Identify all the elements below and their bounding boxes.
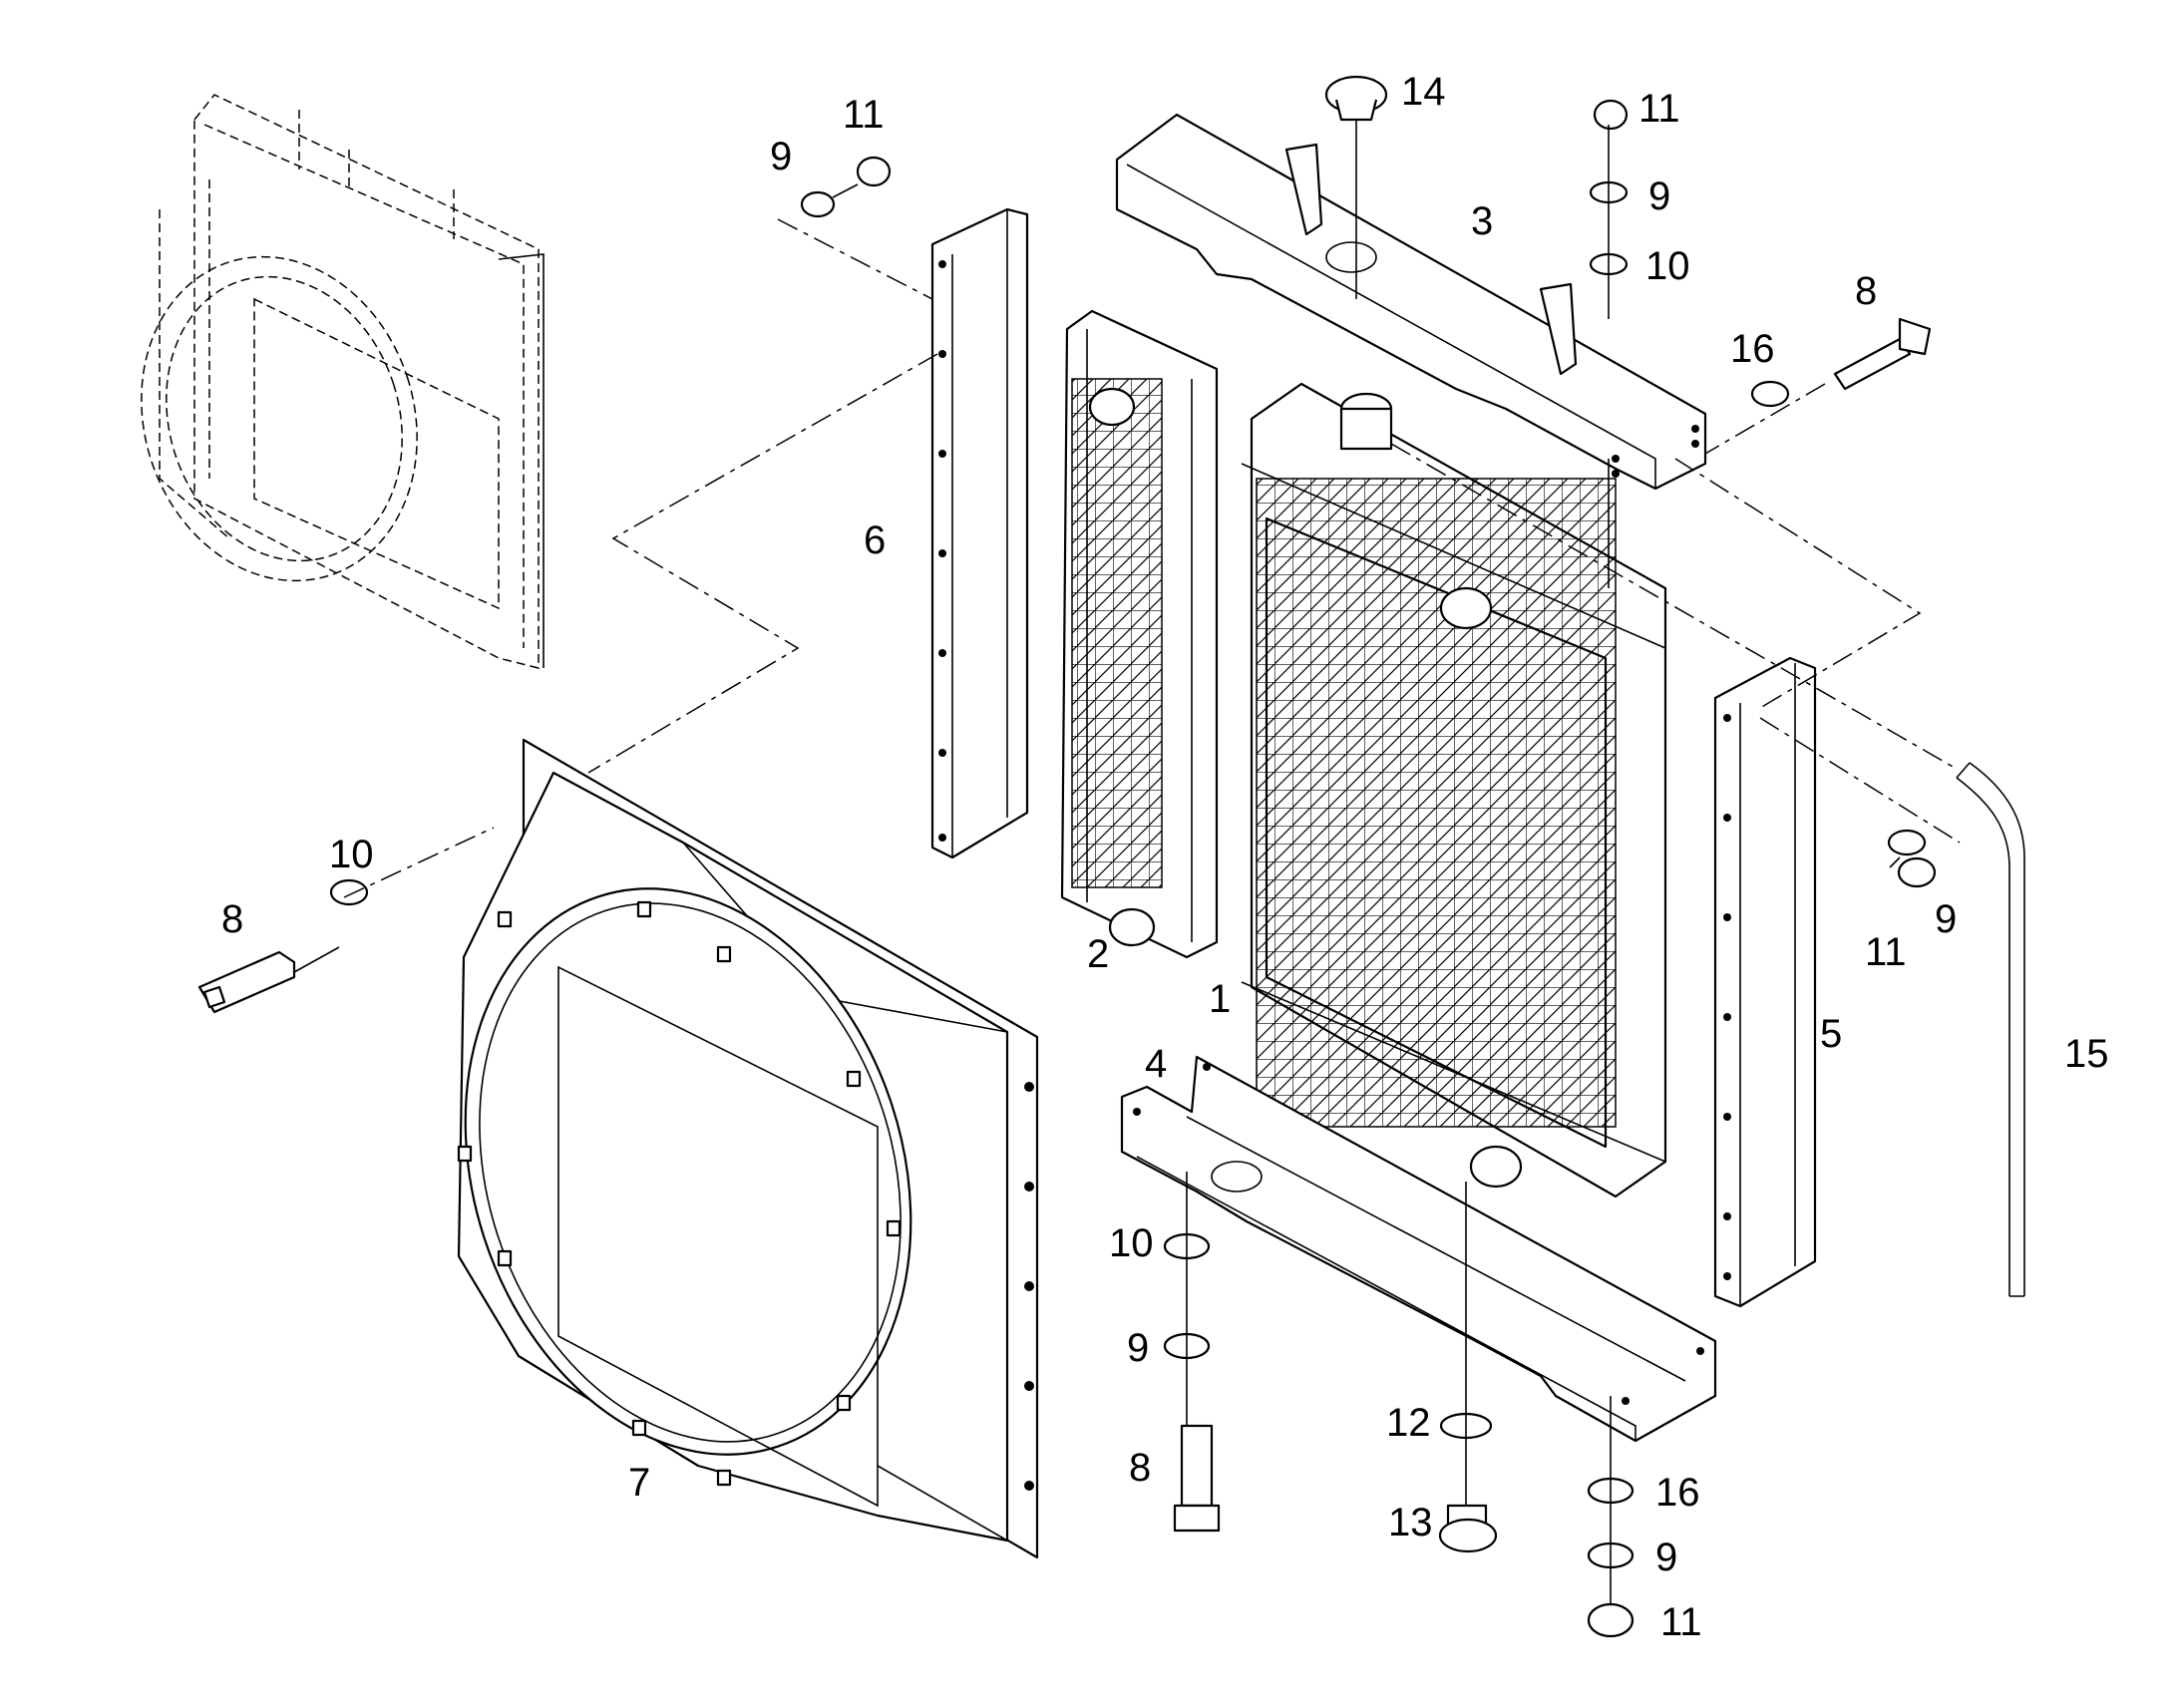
right-side-bracket (1713, 656, 1817, 1308)
callout-8-right: 8 (1855, 269, 1877, 313)
callout-6: 6 (864, 518, 886, 562)
oil-cooler (1060, 309, 1219, 959)
bolt-bottom (1173, 1424, 1221, 1533)
bolt-right-top (1833, 317, 1932, 391)
left-side-bracket (930, 207, 1029, 859)
fasteners (329, 99, 1937, 1638)
callout-5: 5 (1820, 1012, 1842, 1056)
assembled-view-ghost (141, 94, 545, 669)
callout-8-bottom: 8 (1129, 1446, 1151, 1490)
callout-12: 12 (1386, 1401, 1431, 1445)
callout-9-e: 9 (1655, 1536, 1677, 1579)
callout-14: 14 (1401, 70, 1446, 114)
callout-11-c: 11 (1865, 930, 1907, 974)
bolt-left (197, 950, 296, 1014)
callout-2: 2 (1087, 932, 1109, 976)
callout-16-b: 16 (1655, 1471, 1700, 1515)
drain-plug (1438, 1412, 1498, 1553)
callout-8-left: 8 (221, 897, 243, 941)
callout-11-d: 11 (1660, 1600, 1702, 1644)
callout-3: 3 (1471, 199, 1493, 243)
bottom-bracket (1120, 1055, 1717, 1443)
callout-15: 15 (2064, 1032, 2109, 1076)
callout-10-b: 10 (329, 833, 374, 876)
callout-9-c: 9 (1935, 897, 1957, 941)
radiator-cap (1324, 75, 1388, 122)
callout-16-a: 16 (1730, 327, 1775, 371)
assembly-lines (343, 218, 1961, 898)
callout-9-b: 9 (1648, 174, 1670, 218)
leader-lines (293, 120, 1901, 1605)
fan-shroud (457, 738, 1039, 1559)
callout-11-b: 11 (1638, 87, 1680, 131)
callout-9-a: 9 (770, 135, 792, 178)
top-bracket (1115, 113, 1707, 491)
callouts: 1 2 3 4 5 6 7 8 8 8 9 9 9 9 9 10 10 10 1… (221, 70, 2109, 1644)
callout-10-a: 10 (1645, 244, 1690, 288)
callout-4: 4 (1145, 1042, 1167, 1086)
callout-7: 7 (628, 1461, 650, 1505)
callout-13: 13 (1388, 1501, 1433, 1544)
callout-9-d: 9 (1127, 1326, 1149, 1370)
callout-11-a: 11 (843, 93, 885, 137)
overflow-hose (1956, 762, 2025, 1297)
callout-10-c: 10 (1109, 1221, 1154, 1265)
radiator (1241, 382, 1667, 1198)
callout-1: 1 (1209, 977, 1231, 1021)
